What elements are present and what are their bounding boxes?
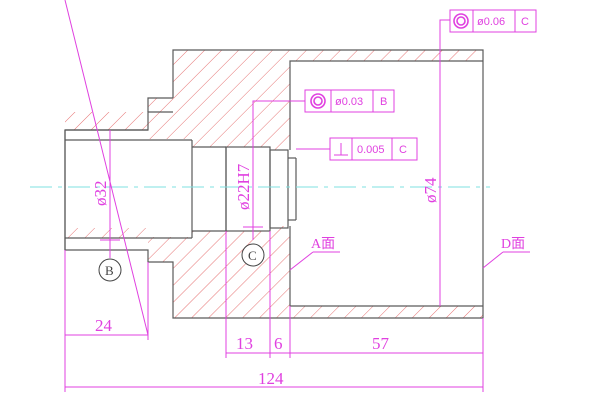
dim-57: 57 xyxy=(372,334,390,353)
svg-text:C: C xyxy=(399,144,407,156)
concentricity-icon xyxy=(310,93,326,109)
svg-text:ø0.03: ø0.03 xyxy=(335,96,363,108)
svg-text:B: B xyxy=(380,96,387,108)
svg-text:C: C xyxy=(248,248,257,263)
surface-a-label: A面 xyxy=(311,237,335,252)
part-outline xyxy=(64,49,484,319)
datum-c: C xyxy=(241,243,265,267)
dim-d74: ø74 xyxy=(421,177,440,203)
section-hatch-bottom xyxy=(65,226,483,318)
fcf-perpendicularity: 0.005 C xyxy=(329,137,418,161)
svg-text:C: C xyxy=(521,16,529,28)
svg-text:B: B xyxy=(105,263,114,278)
svg-text:0.005: 0.005 xyxy=(357,144,385,156)
dim-124: 124 xyxy=(258,369,284,388)
section-hatch-top xyxy=(65,50,483,150)
dim-13: 13 xyxy=(236,334,253,353)
dimension-lines xyxy=(64,0,530,392)
dim-d32: ø32 xyxy=(91,181,110,207)
fcf-concentricity-003: ø0.03 B xyxy=(304,89,395,113)
concentricity-icon xyxy=(453,13,469,29)
surface-d-label: D面 xyxy=(501,237,525,252)
svg-text:ø0.06: ø0.06 xyxy=(477,16,505,28)
dim-6: 6 xyxy=(274,334,283,353)
fcf-concentricity-006: ø0.06 C xyxy=(449,9,537,33)
dim-d22h7: ø22H7 xyxy=(234,163,253,210)
datum-b: B xyxy=(98,258,122,282)
dim-24: 24 xyxy=(95,316,113,335)
perpendicularity-icon xyxy=(334,143,348,156)
